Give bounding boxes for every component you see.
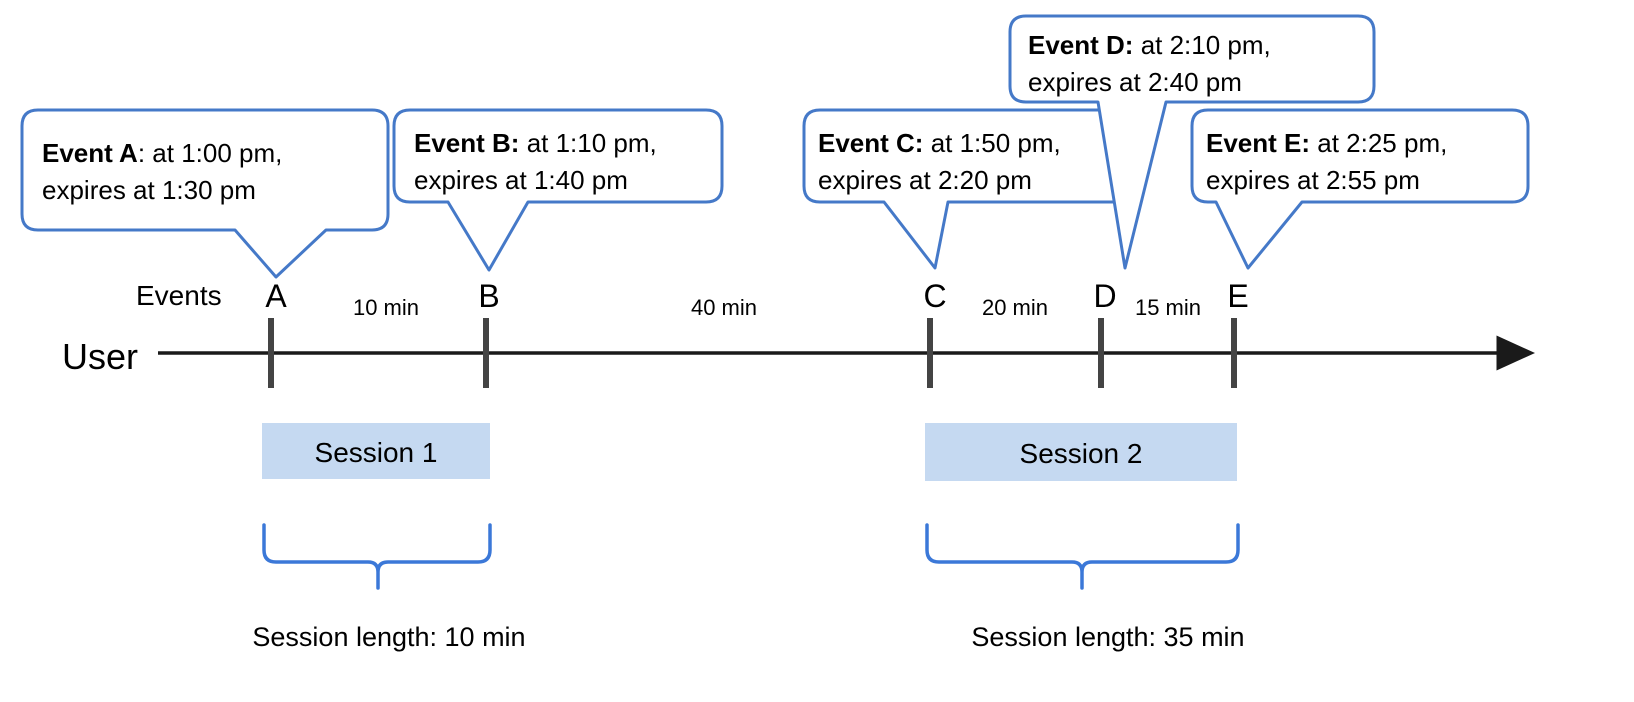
- callout-event-d-rest: at 2:10 pm,: [1133, 30, 1270, 60]
- event-marker-letter-e: E: [1227, 278, 1248, 314]
- callout-event-d-shape: [1008, 14, 1376, 270]
- session-box-1[interactable]: Session 1: [262, 423, 490, 479]
- callout-event-a-rest: at 1:00 pm,: [145, 138, 282, 168]
- callout-event-b-line1: Event B: at 1:10 pm,: [414, 128, 657, 158]
- callout-event-d-line2: expires at 2:40 pm: [1028, 67, 1242, 97]
- session-box-1-rect: [262, 423, 490, 479]
- callout-event-a[interactable]: Event A: at 1:00 pm, expires at 1:30 pm: [20, 108, 390, 279]
- session-box-2-rect: [925, 423, 1237, 481]
- gap-label-cd: 20 min: [982, 295, 1048, 320]
- callout-event-e-rest: at 2:25 pm,: [1310, 128, 1447, 158]
- callout-event-b-rest: at 1:10 pm,: [519, 128, 656, 158]
- callout-event-c-line1: Event C: at 1:50 pm,: [818, 128, 1061, 158]
- event-marker-letter-b: B: [478, 278, 499, 314]
- callout-event-c-line2: expires at 2:20 pm: [818, 165, 1032, 195]
- callout-event-e-line2: expires at 2:55 pm: [1206, 165, 1420, 195]
- callout-event-d-line1: Event D: at 2:10 pm,: [1028, 30, 1271, 60]
- callout-event-b-lead: Event B:: [414, 128, 519, 158]
- event-marker-letter-d: D: [1093, 278, 1116, 314]
- callout-event-a-line1: Event A: at 1:00 pm,: [42, 138, 282, 168]
- callout-event-e-shape: [1190, 108, 1530, 270]
- events-row-label: Events: [136, 280, 222, 311]
- callout-event-d[interactable]: Event D: at 2:10 pm, expires at 2:40 pm: [1008, 14, 1376, 270]
- callout-event-b[interactable]: Event B: at 1:10 pm, expires at 1:40 pm: [392, 108, 724, 272]
- callout-event-a-separator: :: [138, 138, 145, 168]
- session-brace-2: [925, 523, 1240, 590]
- callout-event-a-line2: expires at 1:30 pm: [42, 175, 256, 205]
- session-box-2-label: Session 2: [1020, 438, 1143, 469]
- session-length-caption-2: Session length: 35 min: [971, 622, 1244, 652]
- callout-event-b-line2: expires at 1:40 pm: [414, 165, 628, 195]
- callout-event-a-shape: [20, 108, 390, 279]
- callout-event-e-lead: Event E:: [1206, 128, 1310, 158]
- callout-event-c-rest: at 1:50 pm,: [923, 128, 1060, 158]
- gap-label-ab: 10 min: [353, 295, 419, 320]
- callout-event-e-line1: Event E: at 2:25 pm,: [1206, 128, 1447, 158]
- gap-label-bc: 40 min: [691, 295, 757, 320]
- gap-label-de: 15 min: [1135, 295, 1201, 320]
- event-marker-letter-c: C: [923, 278, 946, 314]
- session-box-2[interactable]: Session 2: [925, 423, 1237, 481]
- callout-event-a-lead: Event A: [42, 138, 138, 168]
- user-row-label: User: [62, 336, 138, 377]
- event-marker-letter-a: A: [265, 278, 287, 314]
- callout-event-c[interactable]: Event C: at 1:50 pm, expires at 2:20 pm: [802, 108, 1138, 270]
- callout-event-c-lead: Event C:: [818, 128, 923, 158]
- session-box-1-label: Session 1: [315, 437, 438, 468]
- callout-event-b-shape: [392, 108, 724, 272]
- callout-event-d-lead: Event D:: [1028, 30, 1133, 60]
- session-brace-1: [262, 523, 492, 590]
- session-length-caption-1: Session length: 10 min: [252, 622, 525, 652]
- callout-event-e[interactable]: Event E: at 2:25 pm, expires at 2:55 pm: [1190, 108, 1530, 270]
